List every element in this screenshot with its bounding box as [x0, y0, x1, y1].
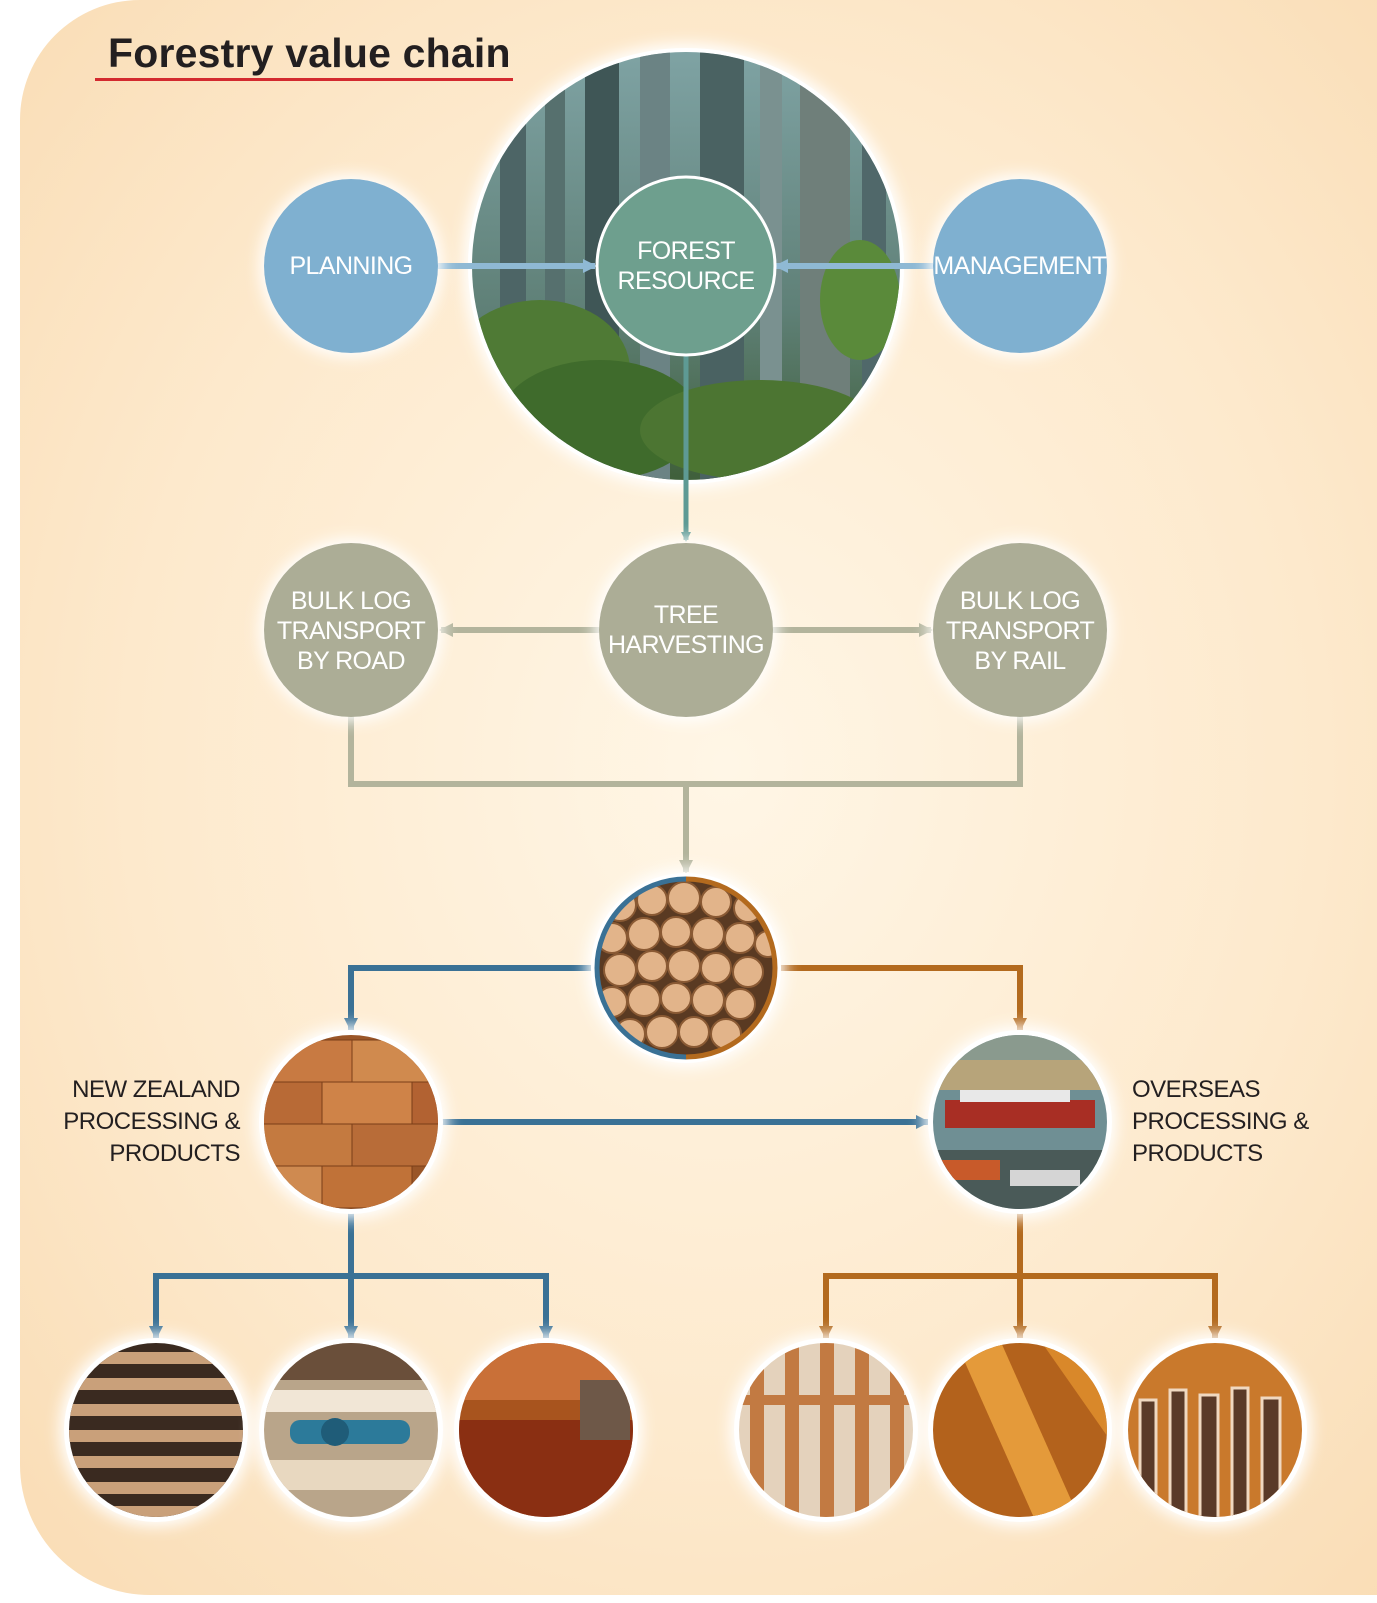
management-label: MANAGEMENT — [933, 252, 1107, 280]
nz-product-sawmill-photo — [259, 1338, 443, 1522]
nz-processing-label: NEW ZEALAND PROCESSING & PRODUCTS — [63, 1076, 240, 1167]
planning-node — [264, 179, 438, 353]
logs-to-nz-arrow — [344, 965, 598, 1032]
page-title: Forestry value chain — [108, 30, 511, 76]
overseas-product-mouldings-photo — [1123, 1338, 1307, 1522]
harvesting-label: TREE HARVESTING — [607, 601, 765, 659]
rail-node — [933, 543, 1107, 717]
forest-resource-label: FOREST RESOURCE — [617, 237, 755, 295]
management-node — [933, 179, 1107, 353]
nz-product-plywood-photo — [64, 1338, 248, 1522]
road-label: BULK LOG TRANSPORT BY ROAD — [276, 587, 426, 675]
road-node — [264, 543, 438, 717]
nz-processing-photo — [259, 1030, 443, 1214]
log-pile-photo — [591, 873, 781, 1063]
forest-resource-node — [595, 175, 777, 357]
overseas-port-photo — [928, 1030, 1112, 1214]
overseas-product-beam-photo — [928, 1338, 1112, 1522]
transport-merge-connector — [348, 716, 1023, 787]
planning-label: PLANNING — [289, 252, 413, 280]
rail-label: BULK LOG TRANSPORT BY RAIL — [945, 587, 1095, 675]
nz-product-kitchen-photo — [454, 1338, 638, 1522]
overseas-product-framing-photo — [734, 1338, 918, 1522]
logs-to-overseas-arrow — [774, 965, 1027, 1032]
nz-products-connector — [153, 1210, 549, 1338]
harvesting-node — [599, 543, 773, 717]
overseas-products-connector — [823, 1210, 1218, 1338]
title-underline — [95, 78, 513, 81]
overseas-processing-label: OVERSEAS PROCESSING & PRODUCTS — [1132, 1076, 1309, 1167]
